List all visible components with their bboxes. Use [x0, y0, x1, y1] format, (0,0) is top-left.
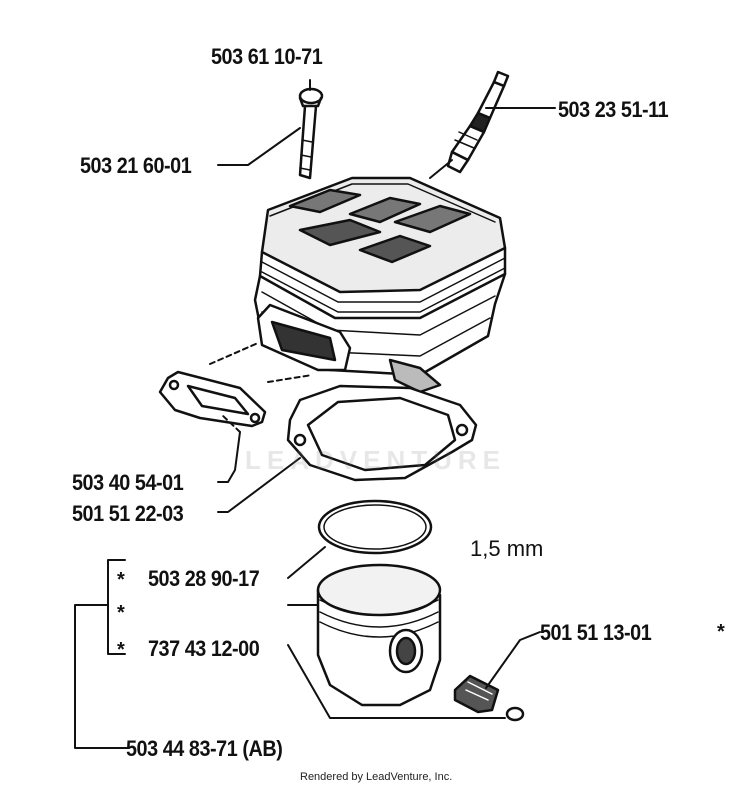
label-circlip: 501 51 13-01 [540, 620, 652, 645]
exhaust-gasket-shape [158, 370, 267, 428]
star-mark: * [717, 621, 725, 643]
star-mark: * [117, 602, 125, 624]
label-spark-plug: 503 23 51-11 [558, 97, 669, 122]
bolt-shape [298, 87, 324, 180]
label-piston-pin: 737 43 12-00 [148, 636, 260, 661]
piston-ring-shape [317, 499, 433, 555]
label-bolt: 503 21 60-01 [80, 153, 192, 178]
piston-shape [316, 563, 442, 707]
base-gasket-shape [286, 384, 478, 482]
label-kit: 503 44 83-71 (AB) [126, 736, 283, 761]
label-bolt-top: 503 61 10-71 [211, 44, 323, 69]
footer-credit: Rendered by LeadVenture, Inc. [300, 771, 453, 783]
ring-spec: 1,5 mm [470, 536, 544, 561]
circlip-shape [505, 706, 525, 722]
spark-plug-shape [446, 70, 510, 174]
label-cylinder-gasket: 501 51 22-03 [72, 501, 184, 526]
star-mark: * [117, 569, 125, 591]
watermark-text: LEADVENTURE [245, 445, 507, 475]
label-piston-ring: 503 28 90-17 [148, 566, 260, 591]
cylinder-shape [253, 176, 507, 394]
leader-lines [74, 79, 556, 749]
star-mark: * [117, 639, 125, 661]
label-exhaust-gasket: 503 40 54-01 [72, 470, 184, 495]
